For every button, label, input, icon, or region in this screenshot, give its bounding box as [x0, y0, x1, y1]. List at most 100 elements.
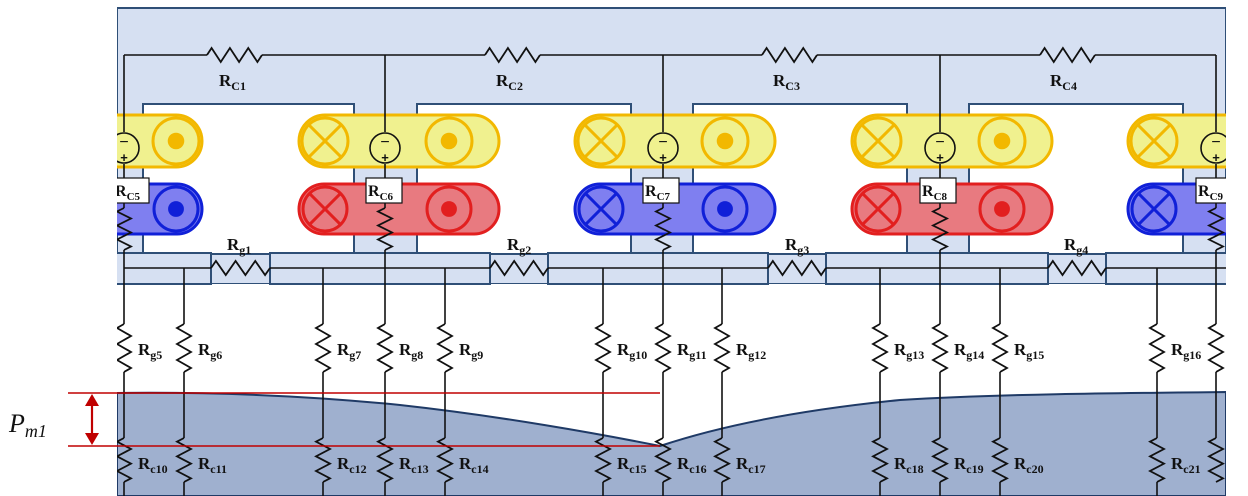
resistor-rc11: [175, 437, 193, 483]
label-rg10-main: R: [617, 340, 630, 359]
yellow-dot-2-center: [716, 132, 734, 150]
pm1-dimension: [68, 392, 660, 447]
label-box-rc9: [1195, 177, 1226, 204]
mmf-source-3: −+: [647, 132, 679, 165]
mmf-source-2: −+: [369, 132, 401, 165]
yellow-cross-1: [300, 116, 350, 166]
circuit-wires: −+−+−+−+−+: [68, 46, 1226, 496]
resistor-rc10: [117, 437, 133, 483]
blue-dot-2-center: [717, 201, 733, 217]
resistor-rg8: [376, 323, 394, 373]
label-rg13-main: R: [894, 340, 907, 359]
label-box-rc6: [365, 177, 403, 204]
label-rc10-sub: c10: [150, 462, 167, 476]
label-rc18: Rc18: [894, 454, 924, 476]
pm1-label: Pm1: [8, 409, 47, 441]
mmf-source-minus: −: [935, 134, 944, 151]
label-box-rc5: [117, 177, 150, 204]
label-rg12: Rg12: [736, 340, 766, 362]
resistor-rc14: [436, 437, 454, 483]
mmf-source-plus: +: [936, 150, 944, 165]
resistor-rc1: [206, 46, 263, 64]
mmf-source-minus: −: [1211, 134, 1220, 151]
label-rc13: Rc13: [399, 454, 429, 476]
label-rg14: Rg14: [954, 340, 984, 362]
yellow-cross-3: [853, 116, 903, 166]
resistor-rg16: [1148, 323, 1166, 373]
label-rg4-sub: g4: [1076, 243, 1088, 257]
label-rc16-sub: c16: [689, 462, 706, 476]
label-rc15: Rc15: [617, 454, 647, 476]
label-rg6-main: R: [198, 340, 211, 359]
label-rc13-sub: c13: [411, 462, 428, 476]
blue-dot-0-center: [168, 201, 184, 217]
resistor-rg4: [1047, 259, 1107, 277]
mmf-source-plus: +: [1212, 150, 1220, 165]
label-rg11-sub: g11: [689, 348, 706, 362]
label-rc2-sub: C2: [508, 79, 523, 93]
mmf-source-minus: −: [658, 134, 667, 151]
label-rc18-sub: c18: [906, 462, 923, 476]
mmf-source-plus: +: [120, 150, 128, 165]
yellow-dot-3-center: [993, 132, 1011, 150]
label-rc4: RC4: [1050, 71, 1077, 93]
label-rc17-main: R: [736, 454, 749, 473]
label-rg8-main: R: [399, 340, 412, 359]
resistor-rc15: [594, 437, 612, 483]
pm1-label-sub: m1: [25, 421, 47, 441]
label-rg5-sub: g5: [150, 348, 162, 362]
red-dot-1-center: [441, 201, 457, 217]
label-rc12-sub: c12: [349, 462, 366, 476]
label-box-rc8: [919, 177, 957, 204]
label-rg7-sub: g7: [349, 348, 361, 362]
yellow-dot-1-center: [440, 132, 458, 150]
resistor-rg13: [871, 323, 889, 373]
label-rg5: Rg5: [138, 340, 162, 362]
red-cross-1: [301, 185, 349, 233]
label-rc20: Rc20: [1014, 454, 1044, 476]
label-rg9-sub: g9: [471, 348, 483, 362]
label-rc12: Rc12: [337, 454, 367, 476]
resistor-rc19: [931, 437, 949, 483]
label-rg12-sub: g12: [748, 348, 766, 362]
resistor-rc5: [117, 207, 134, 251]
mmf-source-circle: [1200, 132, 1226, 164]
resistor-rc-extra: [1207, 437, 1225, 483]
label-rc11: Rc11: [198, 454, 227, 476]
resistor-rc2: [484, 46, 541, 64]
label-rc14: Rc14: [459, 454, 489, 476]
resistor-rc20: [991, 437, 1009, 483]
red-cross-1-x2: [308, 192, 342, 226]
resistor-rg6: [175, 323, 193, 373]
resistor-rg15: [991, 323, 1009, 373]
blue-cross-2: [577, 185, 625, 233]
label-rc14-main: R: [459, 454, 472, 473]
label-rg2: Rg2: [507, 235, 531, 257]
resistor-rg7: [314, 323, 332, 373]
resistor-rg10: [594, 323, 612, 373]
label-rc15-main: R: [617, 454, 630, 473]
mmf-source-minus: −: [119, 134, 128, 151]
label-rc4-main: R: [1050, 71, 1063, 90]
label-rc6-sub: C6: [380, 191, 394, 203]
label-rc7: RC7: [645, 183, 671, 203]
label-rc2: RC2: [496, 71, 523, 93]
label-rc18-main: R: [894, 454, 907, 473]
yellow-cross-3-x2: [860, 123, 896, 159]
label-rc9-sub: C9: [1210, 191, 1224, 203]
resistor-rg3: [767, 259, 827, 277]
label-rg15: Rg15: [1014, 340, 1044, 362]
resistor-rc12: [314, 437, 332, 483]
label-rc5: RC5: [115, 183, 141, 203]
resistor-rc8: [930, 207, 950, 251]
yellow-dot-1: [424, 116, 474, 166]
label-rc8-sub: C8: [934, 191, 948, 203]
label-rg4: Rg4: [1064, 235, 1088, 257]
label-rc1: RC1: [219, 71, 246, 93]
rotor-magnet: [117, 390, 1226, 496]
red-cross-3: [854, 185, 902, 233]
label-rg15-main: R: [1014, 340, 1027, 359]
yellow-cross-1-x2: [307, 123, 343, 159]
label-rc17: Rc17: [736, 454, 766, 476]
label-rc15-sub: c15: [629, 462, 646, 476]
